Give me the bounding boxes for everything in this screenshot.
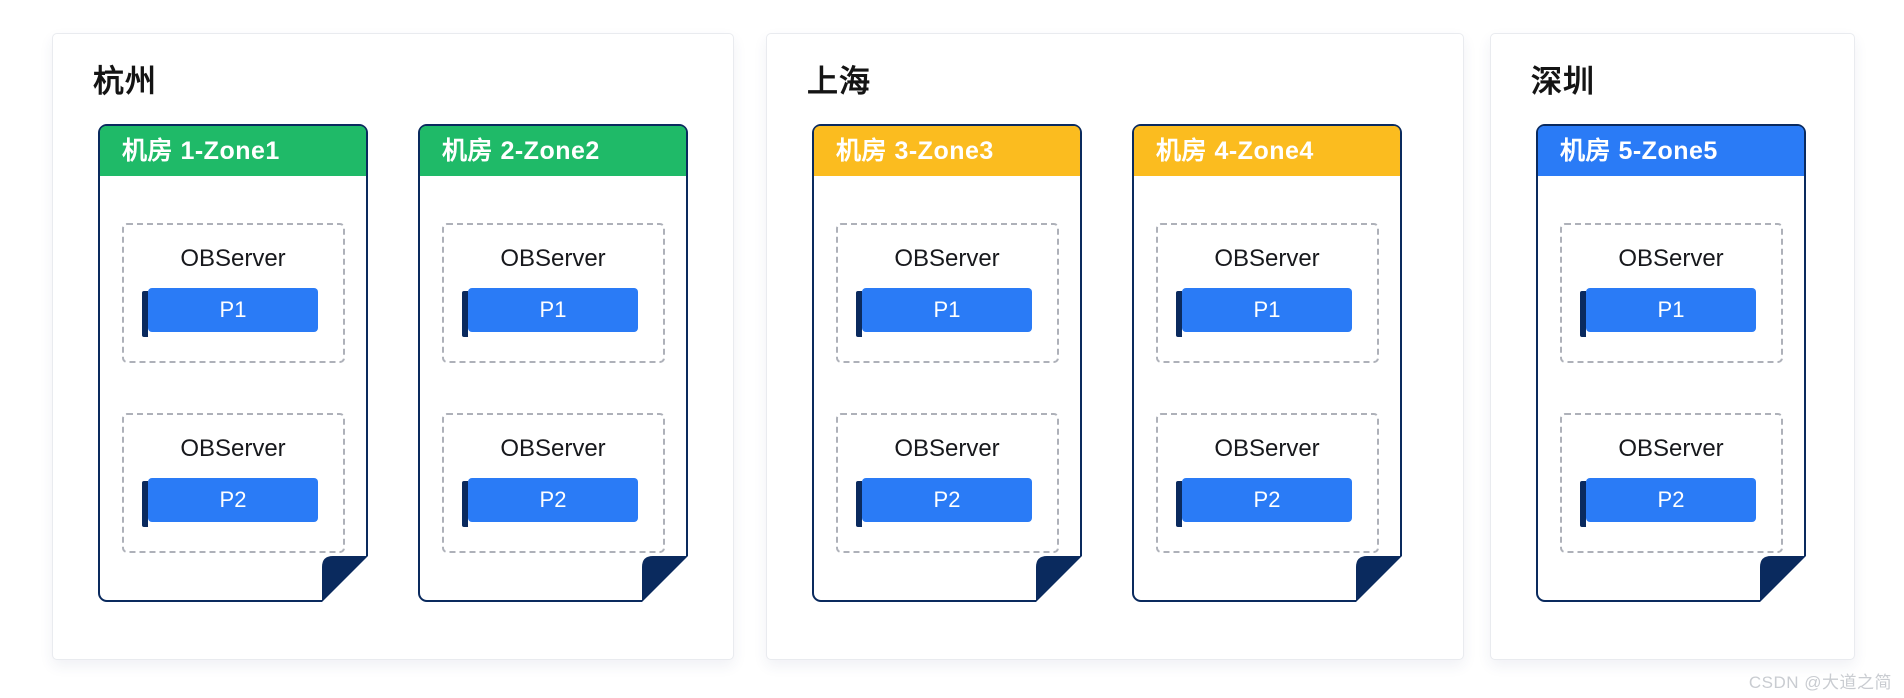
- folded-corner-icon: [1036, 556, 1082, 602]
- zone-card-zone4: 机房 4-Zone4 OBServer P1 OBServer P2: [1132, 124, 1402, 602]
- partition-chip: P2: [1580, 478, 1756, 527]
- partition-chip: P1: [1580, 288, 1756, 337]
- partition-chip: P2: [462, 478, 638, 527]
- zone-header: 机房 4-Zone4: [1134, 126, 1400, 176]
- observer-box: OBServer P2: [835, 413, 1059, 553]
- partition-chip: P1: [462, 288, 638, 337]
- partition-chip: P1: [856, 288, 1032, 337]
- region-title: 深圳: [1531, 64, 1595, 99]
- observer-label: OBServer: [894, 245, 1000, 272]
- observer-box: OBServer P1: [441, 223, 665, 363]
- observer-label: OBServer: [500, 435, 606, 462]
- observer-box: OBServer P2: [441, 413, 665, 553]
- region-shanghai: 上海 机房 3-Zone3 OBServer P1 OBServer P2 机房: [766, 33, 1464, 660]
- partition-chip: P2: [1176, 478, 1352, 527]
- partition-chip: P1: [1176, 288, 1352, 337]
- csdn-watermark: CSDN @大道之简: [1748, 673, 1892, 692]
- zone-header: 机房 5-Zone5: [1538, 126, 1804, 176]
- observer-label: OBServer: [1618, 245, 1724, 272]
- partition-chip: P1: [142, 288, 318, 337]
- region-shenzhen: 深圳 机房 5-Zone5 OBServer P1 OBServer P2: [1490, 33, 1855, 660]
- observer-box: OBServer P1: [121, 223, 345, 363]
- observer-box: OBServer P1: [1155, 223, 1379, 363]
- partition-chip: P2: [856, 478, 1032, 527]
- observer-box: OBServer P1: [835, 223, 1059, 363]
- observer-box: OBServer P2: [1559, 413, 1783, 553]
- observer-label: OBServer: [1214, 245, 1320, 272]
- zone-card-zone1: 机房 1-Zone1 OBServer P1 OBServer P2: [98, 124, 368, 602]
- observer-label: OBServer: [1214, 435, 1320, 462]
- zone-card-row: 机房 1-Zone1 OBServer P1 OBServer P2 机房 2-…: [98, 124, 688, 602]
- observer-label: OBServer: [180, 435, 286, 462]
- folded-corner-icon: [1760, 556, 1806, 602]
- folded-corner-icon: [322, 556, 368, 602]
- zone-header: 机房 1-Zone1: [100, 126, 366, 176]
- observer-label: OBServer: [180, 245, 286, 272]
- zone-card-zone3: 机房 3-Zone3 OBServer P1 OBServer P2: [812, 124, 1082, 602]
- region-title: 杭州: [93, 64, 157, 99]
- partition-chip: P2: [142, 478, 318, 527]
- observer-box: OBServer P2: [1155, 413, 1379, 553]
- zone-card-zone2: 机房 2-Zone2 OBServer P1 OBServer P2: [418, 124, 688, 602]
- observer-label: OBServer: [500, 245, 606, 272]
- folded-corner-icon: [1356, 556, 1402, 602]
- observer-box: OBServer P2: [121, 413, 345, 553]
- region-title: 上海: [807, 64, 871, 99]
- folded-corner-icon: [642, 556, 688, 602]
- zone-header: 机房 2-Zone2: [420, 126, 686, 176]
- observer-label: OBServer: [1618, 435, 1724, 462]
- observer-label: OBServer: [894, 435, 1000, 462]
- zone-header: 机房 3-Zone3: [814, 126, 1080, 176]
- region-hangzhou: 杭州 机房 1-Zone1 OBServer P1 OBServer P2 机房: [52, 33, 734, 660]
- observer-box: OBServer P1: [1559, 223, 1783, 363]
- zone-card-zone5: 机房 5-Zone5 OBServer P1 OBServer P2: [1536, 124, 1806, 602]
- zone-card-row: 机房 3-Zone3 OBServer P1 OBServer P2 机房 4-…: [812, 124, 1402, 602]
- zone-card-row: 机房 5-Zone5 OBServer P1 OBServer P2: [1536, 124, 1806, 602]
